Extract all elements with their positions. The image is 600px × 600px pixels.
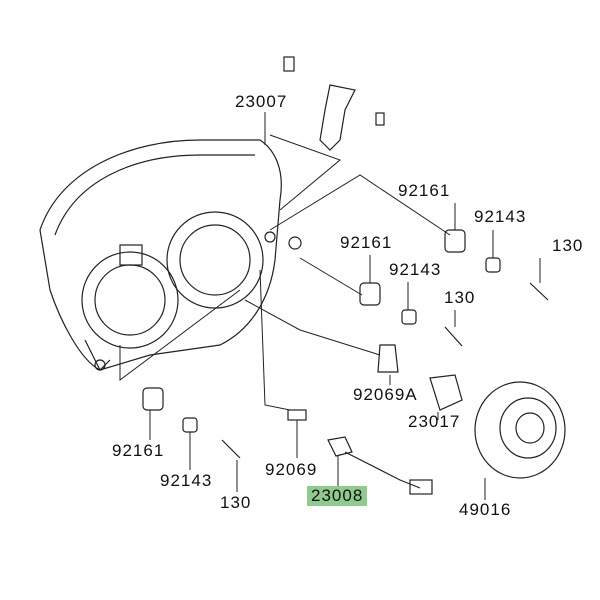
part-label-130[interactable]: 130 xyxy=(220,493,252,512)
bracket xyxy=(283,56,385,151)
bulbs xyxy=(287,344,463,495)
part-label-23008-highlighted[interactable]: 23008 xyxy=(307,486,368,506)
part-label-92161[interactable]: 92161 xyxy=(398,181,451,200)
part-label-130[interactable]: 130 xyxy=(444,288,476,307)
leader-lines xyxy=(119,112,541,500)
part-label-92161[interactable]: 92161 xyxy=(112,441,165,460)
part-label-92143[interactable]: 92143 xyxy=(474,207,527,226)
part-label-92161[interactable]: 92161 xyxy=(340,233,393,252)
part-label-23017[interactable]: 23017 xyxy=(408,412,461,431)
part-label-92143[interactable]: 92143 xyxy=(160,471,213,490)
part-label-23007[interactable]: 23007 xyxy=(235,92,288,111)
part-label-92069A[interactable]: 92069A xyxy=(353,385,418,404)
part-label-92143[interactable]: 92143 xyxy=(389,260,442,279)
reflector xyxy=(474,381,566,479)
part-label-130[interactable]: 130 xyxy=(552,236,584,255)
part-label-92069[interactable]: 92069 xyxy=(265,460,318,479)
headlight-assembly xyxy=(39,139,302,372)
part-label-49016[interactable]: 49016 xyxy=(459,500,512,519)
